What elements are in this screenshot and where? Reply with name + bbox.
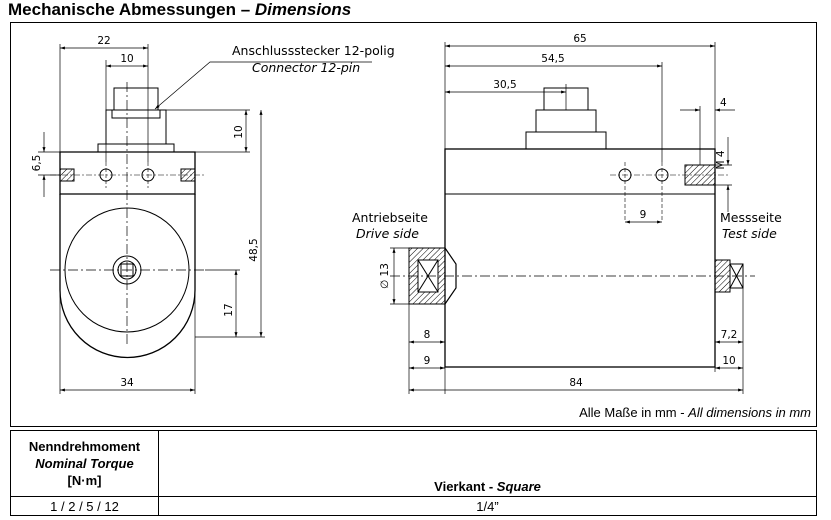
- spec-table-row: 1 / 2 / 5 / 12 1/4”: [10, 496, 817, 516]
- dim-10-top: 10: [120, 53, 133, 65]
- test-side-label-en: Test side: [722, 226, 777, 241]
- units-note-separator: -: [676, 405, 689, 420]
- drive-side-label-en: Drive side: [356, 226, 419, 241]
- front-view-dim-texts: 22 10 10 48,5 17 6,5 34 Anschlussstecker…: [31, 35, 395, 389]
- dim-diameter-13: ∅ 13: [379, 263, 391, 289]
- dim-9-bottom: 9: [424, 355, 431, 367]
- dim-4: 4: [720, 97, 727, 109]
- spec-table-header-row: Nenndrehmoment Nominal Torque [N·m] Vier…: [10, 430, 817, 497]
- units-note: Alle Maße in mm - All dimensions in mm: [579, 405, 811, 420]
- header-en: Nominal Torque: [35, 456, 134, 471]
- title-separator: –: [236, 0, 255, 19]
- test-side-label-de: Messseite: [720, 210, 782, 225]
- dim-30-5: 30,5: [493, 79, 516, 91]
- front-housing-top: [59, 151, 196, 195]
- dim-65: 65: [573, 33, 586, 45]
- header-square: Vierkant - Square: [158, 430, 817, 497]
- title-en: Dimensions: [254, 0, 352, 19]
- side-view: [390, 87, 755, 368]
- connector-plug-top: [113, 87, 159, 111]
- dim-10-vertical: 10: [233, 125, 245, 138]
- dim-9-top: 9: [640, 209, 647, 221]
- dim-48-5: 48,5: [248, 238, 260, 261]
- side-housing: [444, 148, 716, 368]
- dim-7-2: 7,2: [721, 329, 738, 341]
- side-view-dimensions: [390, 42, 744, 394]
- header-square-de: Vierkant: [434, 479, 486, 494]
- connector-label-en: Connector 12-pin: [252, 60, 360, 75]
- units-note-de: Alle Maße in mm: [579, 405, 677, 420]
- cell-torque-values: 1 / 2 / 5 / 12: [10, 496, 159, 516]
- dim-6-5: 6,5: [31, 155, 43, 172]
- dim-17: 17: [223, 303, 235, 316]
- header-square-separator: -: [485, 479, 497, 494]
- drawing-frame: [10, 22, 817, 427]
- header-de: Nenndrehmoment: [28, 439, 141, 454]
- header-square-en: Square: [496, 479, 541, 494]
- front-housing-round: [59, 194, 196, 359]
- connector-label-de: Anschlussstecker 12-polig: [232, 43, 395, 58]
- dim-54-5: 54,5: [541, 53, 564, 65]
- technical-drawing: 22 10 10 48,5 17 6,5 34 Anschlussstecker…: [31, 33, 782, 394]
- units-note-en: All dimensions in mm: [688, 405, 811, 420]
- title-de: Mechanische Abmessungen: [8, 0, 236, 19]
- dim-22: 22: [97, 35, 110, 47]
- header-nominal-torque: Nenndrehmoment Nominal Torque [N·m]: [10, 430, 159, 497]
- header-unit: [N·m]: [67, 473, 102, 488]
- side-view-dim-texts: 65 54,5 30,5 4 M 4 9 ∅ 13 8 9 84 7,2 10 …: [352, 33, 782, 389]
- dim-34: 34: [120, 377, 134, 389]
- drive-side-label-de: Antriebseite: [352, 210, 428, 225]
- dim-8: 8: [424, 329, 431, 341]
- front-view: [50, 82, 205, 359]
- dim-84: 84: [569, 377, 583, 389]
- dim-m4: M 4: [715, 150, 727, 169]
- page-title: Mechanische Abmessungen – Dimensions: [8, 0, 351, 20]
- front-view-dimensions: [38, 44, 372, 394]
- spec-table: Nenndrehmoment Nominal Torque [N·m] Vier…: [10, 430, 817, 516]
- cell-square-value: 1/4”: [158, 496, 817, 516]
- connector-plug-base: [105, 109, 167, 145]
- dim-10-right: 10: [722, 355, 735, 367]
